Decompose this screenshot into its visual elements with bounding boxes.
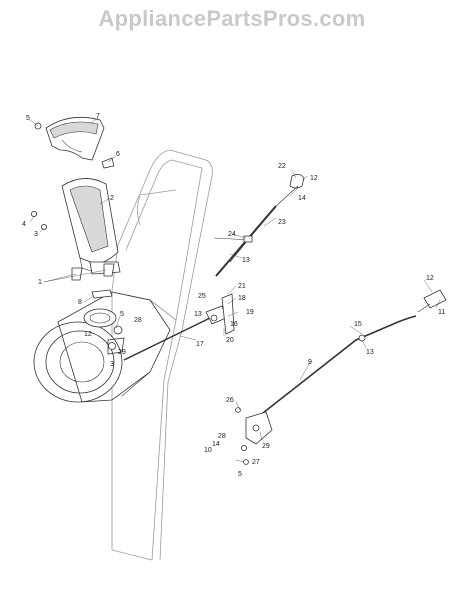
callout-5: 5 <box>26 115 30 122</box>
callout-29: 29 <box>118 349 126 356</box>
callout-25: 25 <box>198 293 206 300</box>
callout-26: 26 <box>226 397 234 404</box>
callout-10: 10 <box>204 447 212 454</box>
callout-5: 5 <box>120 311 124 318</box>
chute-deflector <box>45 116 105 161</box>
callout-22: 22 <box>278 163 286 170</box>
callout-13: 13 <box>194 311 202 318</box>
callout-5: 5 <box>238 471 242 478</box>
callout-24: 24 <box>228 231 236 238</box>
callout-12: 12 <box>310 175 318 182</box>
callout-13: 13 <box>242 257 250 264</box>
callout-6: 6 <box>116 151 120 158</box>
callout-18: 18 <box>238 295 246 302</box>
callout-20: 20 <box>226 337 234 344</box>
callout-8: 8 <box>78 299 82 306</box>
discharge-chute <box>61 178 121 275</box>
callout-1: 1 <box>38 279 42 286</box>
callout-leaders <box>29 117 441 463</box>
callout-3: 3 <box>110 361 114 368</box>
callout-21: 21 <box>238 283 246 290</box>
small-hardware <box>30 122 125 355</box>
callout-13: 13 <box>366 349 374 356</box>
auger-housing <box>33 291 171 403</box>
callout-28: 28 <box>134 317 142 324</box>
chute-control-rod <box>123 293 235 361</box>
watermark-text: AppliancePartsPros.com <box>98 6 366 31</box>
callout-23: 23 <box>278 219 286 226</box>
callout-2: 2 <box>110 195 114 202</box>
callout-29: 29 <box>262 443 270 450</box>
callout-4: 4 <box>22 221 26 228</box>
callout-labels: 5 7 6 2 4 3 1 8 5 28 12 29 3 22 12 14 23… <box>22 113 445 478</box>
callout-14: 14 <box>298 195 306 202</box>
callout-9: 9 <box>308 359 312 366</box>
callout-27: 27 <box>252 459 260 466</box>
callout-28: 28 <box>218 433 226 440</box>
callout-17: 17 <box>196 341 204 348</box>
snowblower-frame-outline <box>111 149 213 561</box>
callout-11: 11 <box>438 309 445 316</box>
callout-12: 12 <box>426 275 434 282</box>
callout-3: 3 <box>34 231 38 238</box>
callout-16: 16 <box>230 321 238 328</box>
shift-rod-assembly <box>235 289 447 465</box>
callout-14: 14 <box>212 441 220 448</box>
callout-19: 19 <box>246 309 254 316</box>
callout-12: 12 <box>84 331 92 338</box>
callout-7: 7 <box>96 113 100 120</box>
callout-15: 15 <box>354 321 362 328</box>
chute-crank-assembly <box>213 174 305 277</box>
